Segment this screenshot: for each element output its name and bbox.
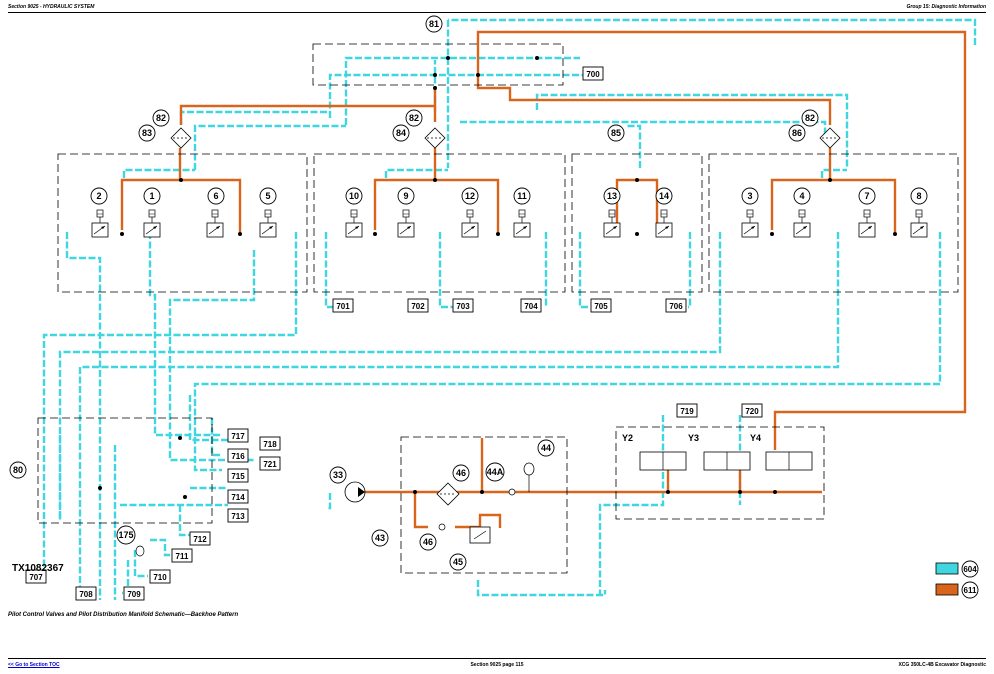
callout-labels: 81 82 83 82 84 85 82 86 2 1 6 5 10 9 12 …	[13, 19, 922, 567]
document-title: XCG 350LC-4B Excavator Diagnostic	[898, 662, 986, 668]
port-719: 719	[680, 407, 694, 416]
callout-9: 9	[403, 191, 408, 201]
port-715: 715	[231, 472, 245, 481]
port-714: 714	[231, 493, 245, 502]
callout-2: 2	[96, 191, 101, 201]
callout-circles	[9, 15, 928, 571]
callout-4: 4	[799, 191, 804, 201]
port-711: 711	[176, 552, 189, 561]
port-705: 705	[594, 302, 608, 311]
page-number: Section 9025 page 115	[470, 662, 524, 668]
solenoid-valves	[639, 451, 813, 471]
callout-3: 3	[747, 191, 752, 201]
callout-80: 80	[13, 465, 23, 475]
callout-82c: 82	[805, 113, 815, 123]
port-709: 709	[127, 590, 141, 599]
port-718: 718	[263, 440, 277, 449]
toc-link[interactable]: << Go to Section TOC	[8, 662, 60, 668]
header-rule	[8, 12, 986, 13]
figure-caption: Pilot Control Valves and Pilot Distribut…	[8, 612, 239, 618]
callout-33: 33	[333, 470, 343, 480]
solenoid-labels: Y2 Y3 Y4	[622, 433, 761, 443]
pilot-valves	[91, 209, 928, 238]
callout-13: 13	[607, 191, 617, 201]
solenoid-y2: Y2	[622, 433, 633, 443]
port-706: 706	[669, 302, 683, 311]
legend-label-604: 604	[963, 565, 977, 574]
callout-6: 6	[213, 191, 218, 201]
supply-components	[135, 462, 535, 557]
port-720: 720	[745, 407, 759, 416]
callout-44: 44	[541, 443, 551, 453]
port-700: 700	[586, 70, 600, 79]
port-710: 710	[153, 573, 167, 582]
callout-82b: 82	[409, 113, 419, 123]
junction-dots	[98, 56, 897, 499]
port-707: 707	[29, 573, 43, 582]
legend: 604 611	[935, 560, 979, 599]
callout-12: 12	[465, 191, 475, 201]
callout-175: 175	[118, 530, 133, 540]
callout-46a: 46	[456, 468, 466, 478]
legend-swatch-pump	[935, 583, 959, 596]
group-header: Group 15: Diagnostic Information	[906, 4, 986, 10]
port-701: 701	[336, 302, 350, 311]
port-712: 712	[193, 535, 207, 544]
pump-lines	[120, 30, 967, 529]
callout-84: 84	[396, 128, 406, 138]
callout-45: 45	[453, 557, 463, 567]
callout-1: 1	[149, 191, 154, 201]
port-721: 721	[263, 460, 277, 469]
callout-44a: 44A	[487, 467, 504, 477]
port-boxes	[25, 66, 763, 601]
callout-86: 86	[792, 128, 802, 138]
port-713: 713	[231, 512, 245, 521]
callout-82a: 82	[156, 113, 166, 123]
callout-81: 81	[429, 19, 439, 29]
port-704: 704	[524, 302, 538, 311]
callout-83: 83	[142, 128, 152, 138]
valve-housings	[37, 43, 959, 574]
callout-10: 10	[349, 191, 359, 201]
footer-rule	[8, 658, 986, 659]
port-708: 708	[79, 590, 93, 599]
port-717: 717	[231, 432, 245, 441]
legend-swatch-pilot	[935, 562, 959, 575]
port-716: 716	[231, 452, 245, 461]
callout-5: 5	[265, 191, 270, 201]
section-header: Section 9025 - HYDRAULIC SYSTEM	[8, 4, 95, 10]
callout-46b: 46	[423, 537, 433, 547]
solenoid-y3: Y3	[688, 433, 699, 443]
figure-id: TX1082367	[12, 563, 64, 574]
solenoid-y4: Y4	[750, 433, 761, 443]
callout-11: 11	[517, 191, 527, 201]
callout-14: 14	[659, 191, 669, 201]
port-703: 703	[456, 302, 470, 311]
legend-label-611: 611	[964, 586, 977, 595]
callout-8: 8	[916, 191, 921, 201]
callout-43: 43	[375, 533, 385, 543]
port-labels: 700 701 702 703 704 705 706 717 718 716 …	[29, 70, 759, 599]
callout-85: 85	[611, 128, 621, 138]
port-702: 702	[411, 302, 425, 311]
shuttle-symbols	[170, 127, 841, 506]
pilot-lines	[42, 18, 977, 600]
callout-7: 7	[864, 191, 869, 201]
